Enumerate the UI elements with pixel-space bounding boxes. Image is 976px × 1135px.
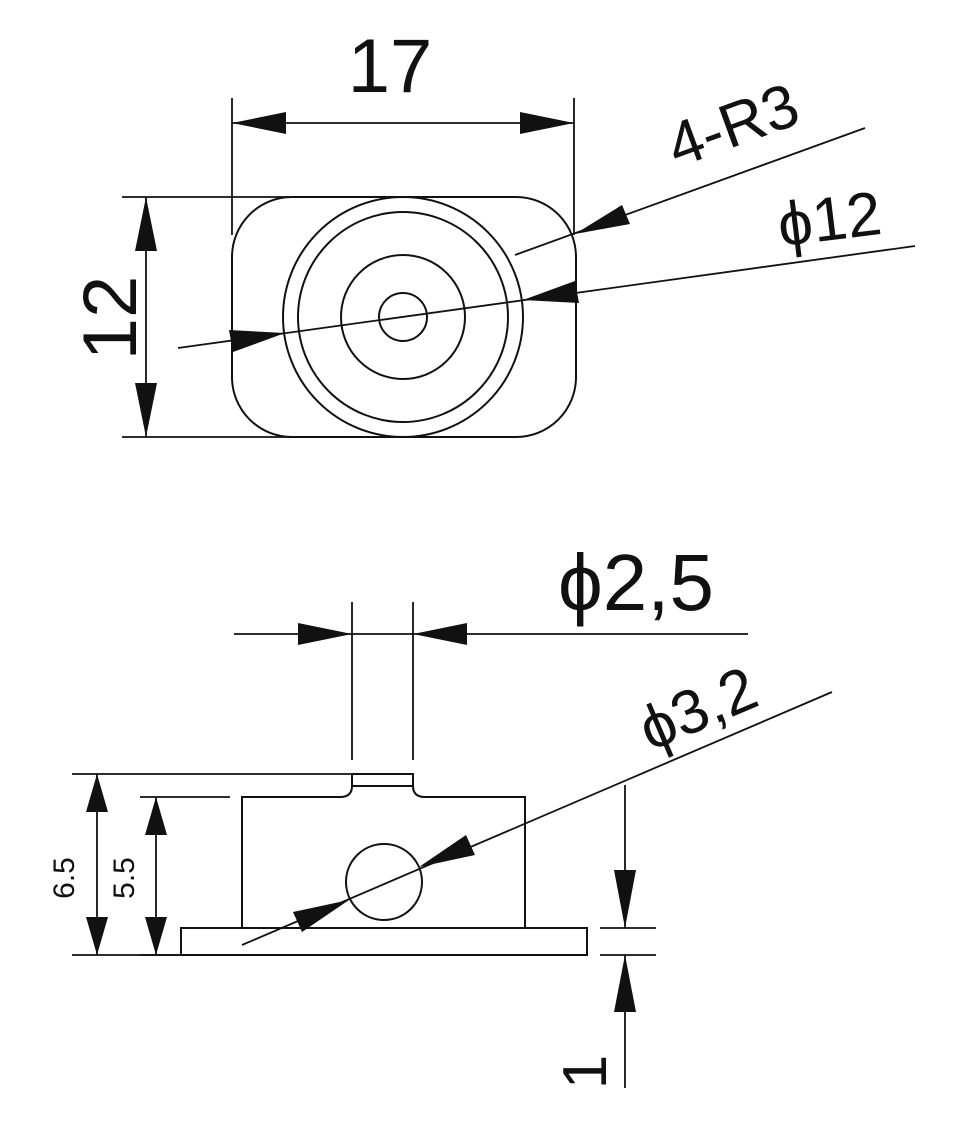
side-hole bbox=[345, 843, 423, 921]
dim-base-thickness: 1 bbox=[551, 785, 656, 1089]
dim-height-top: 12 bbox=[68, 196, 290, 438]
dim-total-height-label: 6.5 bbox=[48, 857, 81, 899]
dim-height-top-label: 12 bbox=[68, 276, 153, 361]
dim-body-height: 5.5 bbox=[108, 796, 230, 956]
dim-pin-diameter: ϕ2,5 bbox=[234, 538, 748, 760]
dim-pin-diameter-label: ϕ2,5 bbox=[558, 538, 714, 627]
top-view: 17 12 4-R3 ϕ12 bbox=[68, 24, 916, 438]
leader-outer-diameter: ϕ12 bbox=[177, 179, 916, 352]
third-circle bbox=[340, 254, 466, 380]
leader-corner-radius-label: 4-R3 bbox=[658, 70, 808, 181]
leader-outer-diameter-label: ϕ12 bbox=[774, 179, 885, 260]
dim-hole-diameter: ϕ3,2 bbox=[241, 654, 833, 946]
second-circle bbox=[297, 211, 509, 423]
dim-width-top: 17 bbox=[231, 24, 575, 235]
dim-base-thickness-label: 1 bbox=[551, 1055, 620, 1089]
base-plate bbox=[180, 927, 588, 956]
center-hole bbox=[378, 292, 428, 342]
dim-total-height: 6.5 bbox=[48, 773, 352, 956]
dim-hole-diameter-label: ϕ3,2 bbox=[629, 654, 767, 765]
body-outline bbox=[241, 773, 526, 928]
dim-width-top-label: 17 bbox=[348, 24, 433, 109]
side-view: ϕ2,5 ϕ3,2 6.5 5.5 bbox=[48, 538, 833, 1089]
dim-body-height-label: 5.5 bbox=[108, 857, 141, 899]
outer-circle bbox=[282, 196, 524, 438]
